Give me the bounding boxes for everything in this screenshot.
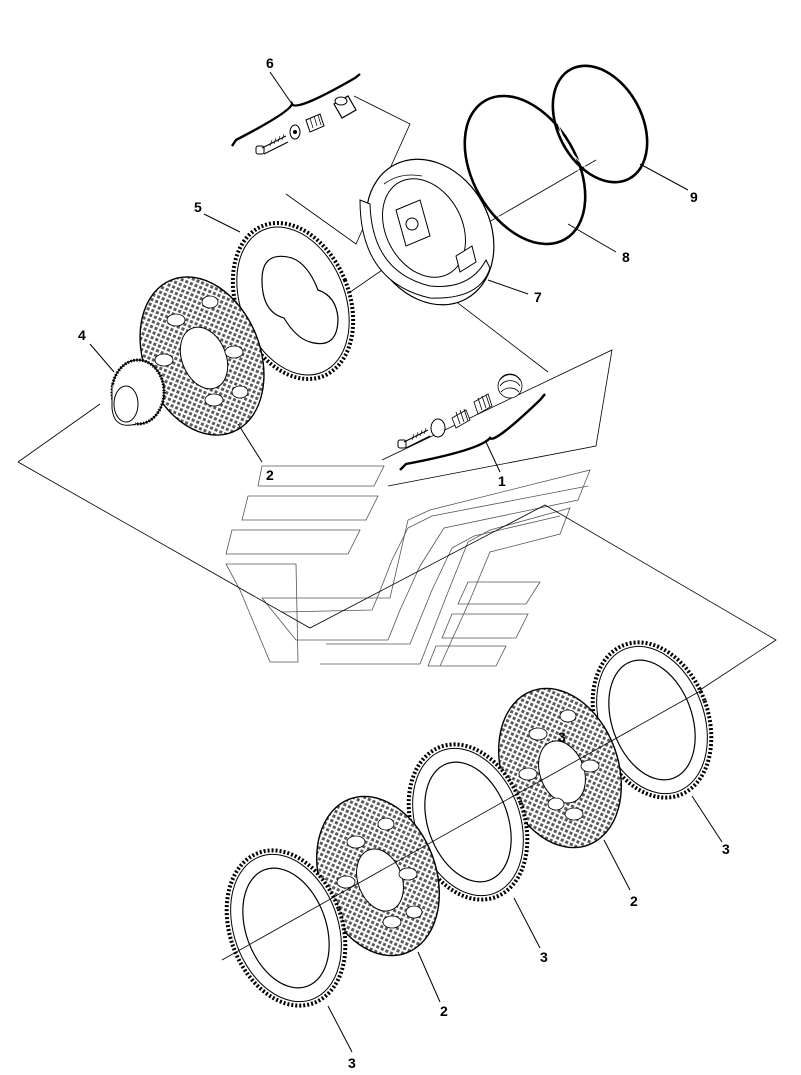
callout-7: 7 — [534, 289, 542, 305]
leader-lines — [89, 71, 723, 1053]
part-7-brake-housing — [359, 158, 495, 306]
lower-axis-line — [221, 689, 703, 961]
part-6-fastener-set — [231, 73, 361, 155]
bolt — [397, 427, 431, 449]
callout-5: 5 — [194, 199, 202, 215]
part-3-steel-plate-4 — [590, 640, 714, 800]
spring-bushing — [305, 113, 325, 133]
part-9-seal-ring — [551, 64, 649, 184]
callout-9: 9 — [690, 189, 698, 205]
callout-3-inset: 3 — [558, 729, 566, 745]
part-3-steel-plate-1 — [224, 848, 348, 1008]
washer — [430, 418, 446, 438]
callout-3-front: 3 — [348, 1055, 356, 1071]
watermark-logo — [225, 465, 591, 667]
spring — [497, 373, 523, 399]
callout-8: 8 — [622, 249, 630, 265]
part-4-splined-hub — [110, 358, 166, 426]
bolt — [255, 133, 289, 155]
cap-bushing — [333, 95, 357, 119]
callout-2-left: 2 — [440, 1003, 448, 1019]
part-2-friction-disc-upper — [139, 276, 265, 436]
part-5-toothed-plate — [230, 221, 356, 381]
callout-labels: 6 5 4 2 1 7 8 9 3 3 2 3 2 3 — [78, 55, 730, 1071]
callout-6: 6 — [266, 55, 274, 71]
part-2-friction-disc-right — [498, 687, 622, 849]
spring — [473, 393, 493, 415]
callout-3-middle: 3 — [540, 949, 548, 965]
part-1-spring-set — [397, 373, 546, 471]
callout-4: 4 — [78, 327, 86, 343]
callout-3-right: 3 — [722, 841, 730, 857]
spring — [451, 408, 471, 429]
callout-2-upper: 2 — [266, 467, 274, 483]
callout-2-right: 2 — [630, 893, 638, 909]
callout-1: 1 — [498, 473, 506, 489]
